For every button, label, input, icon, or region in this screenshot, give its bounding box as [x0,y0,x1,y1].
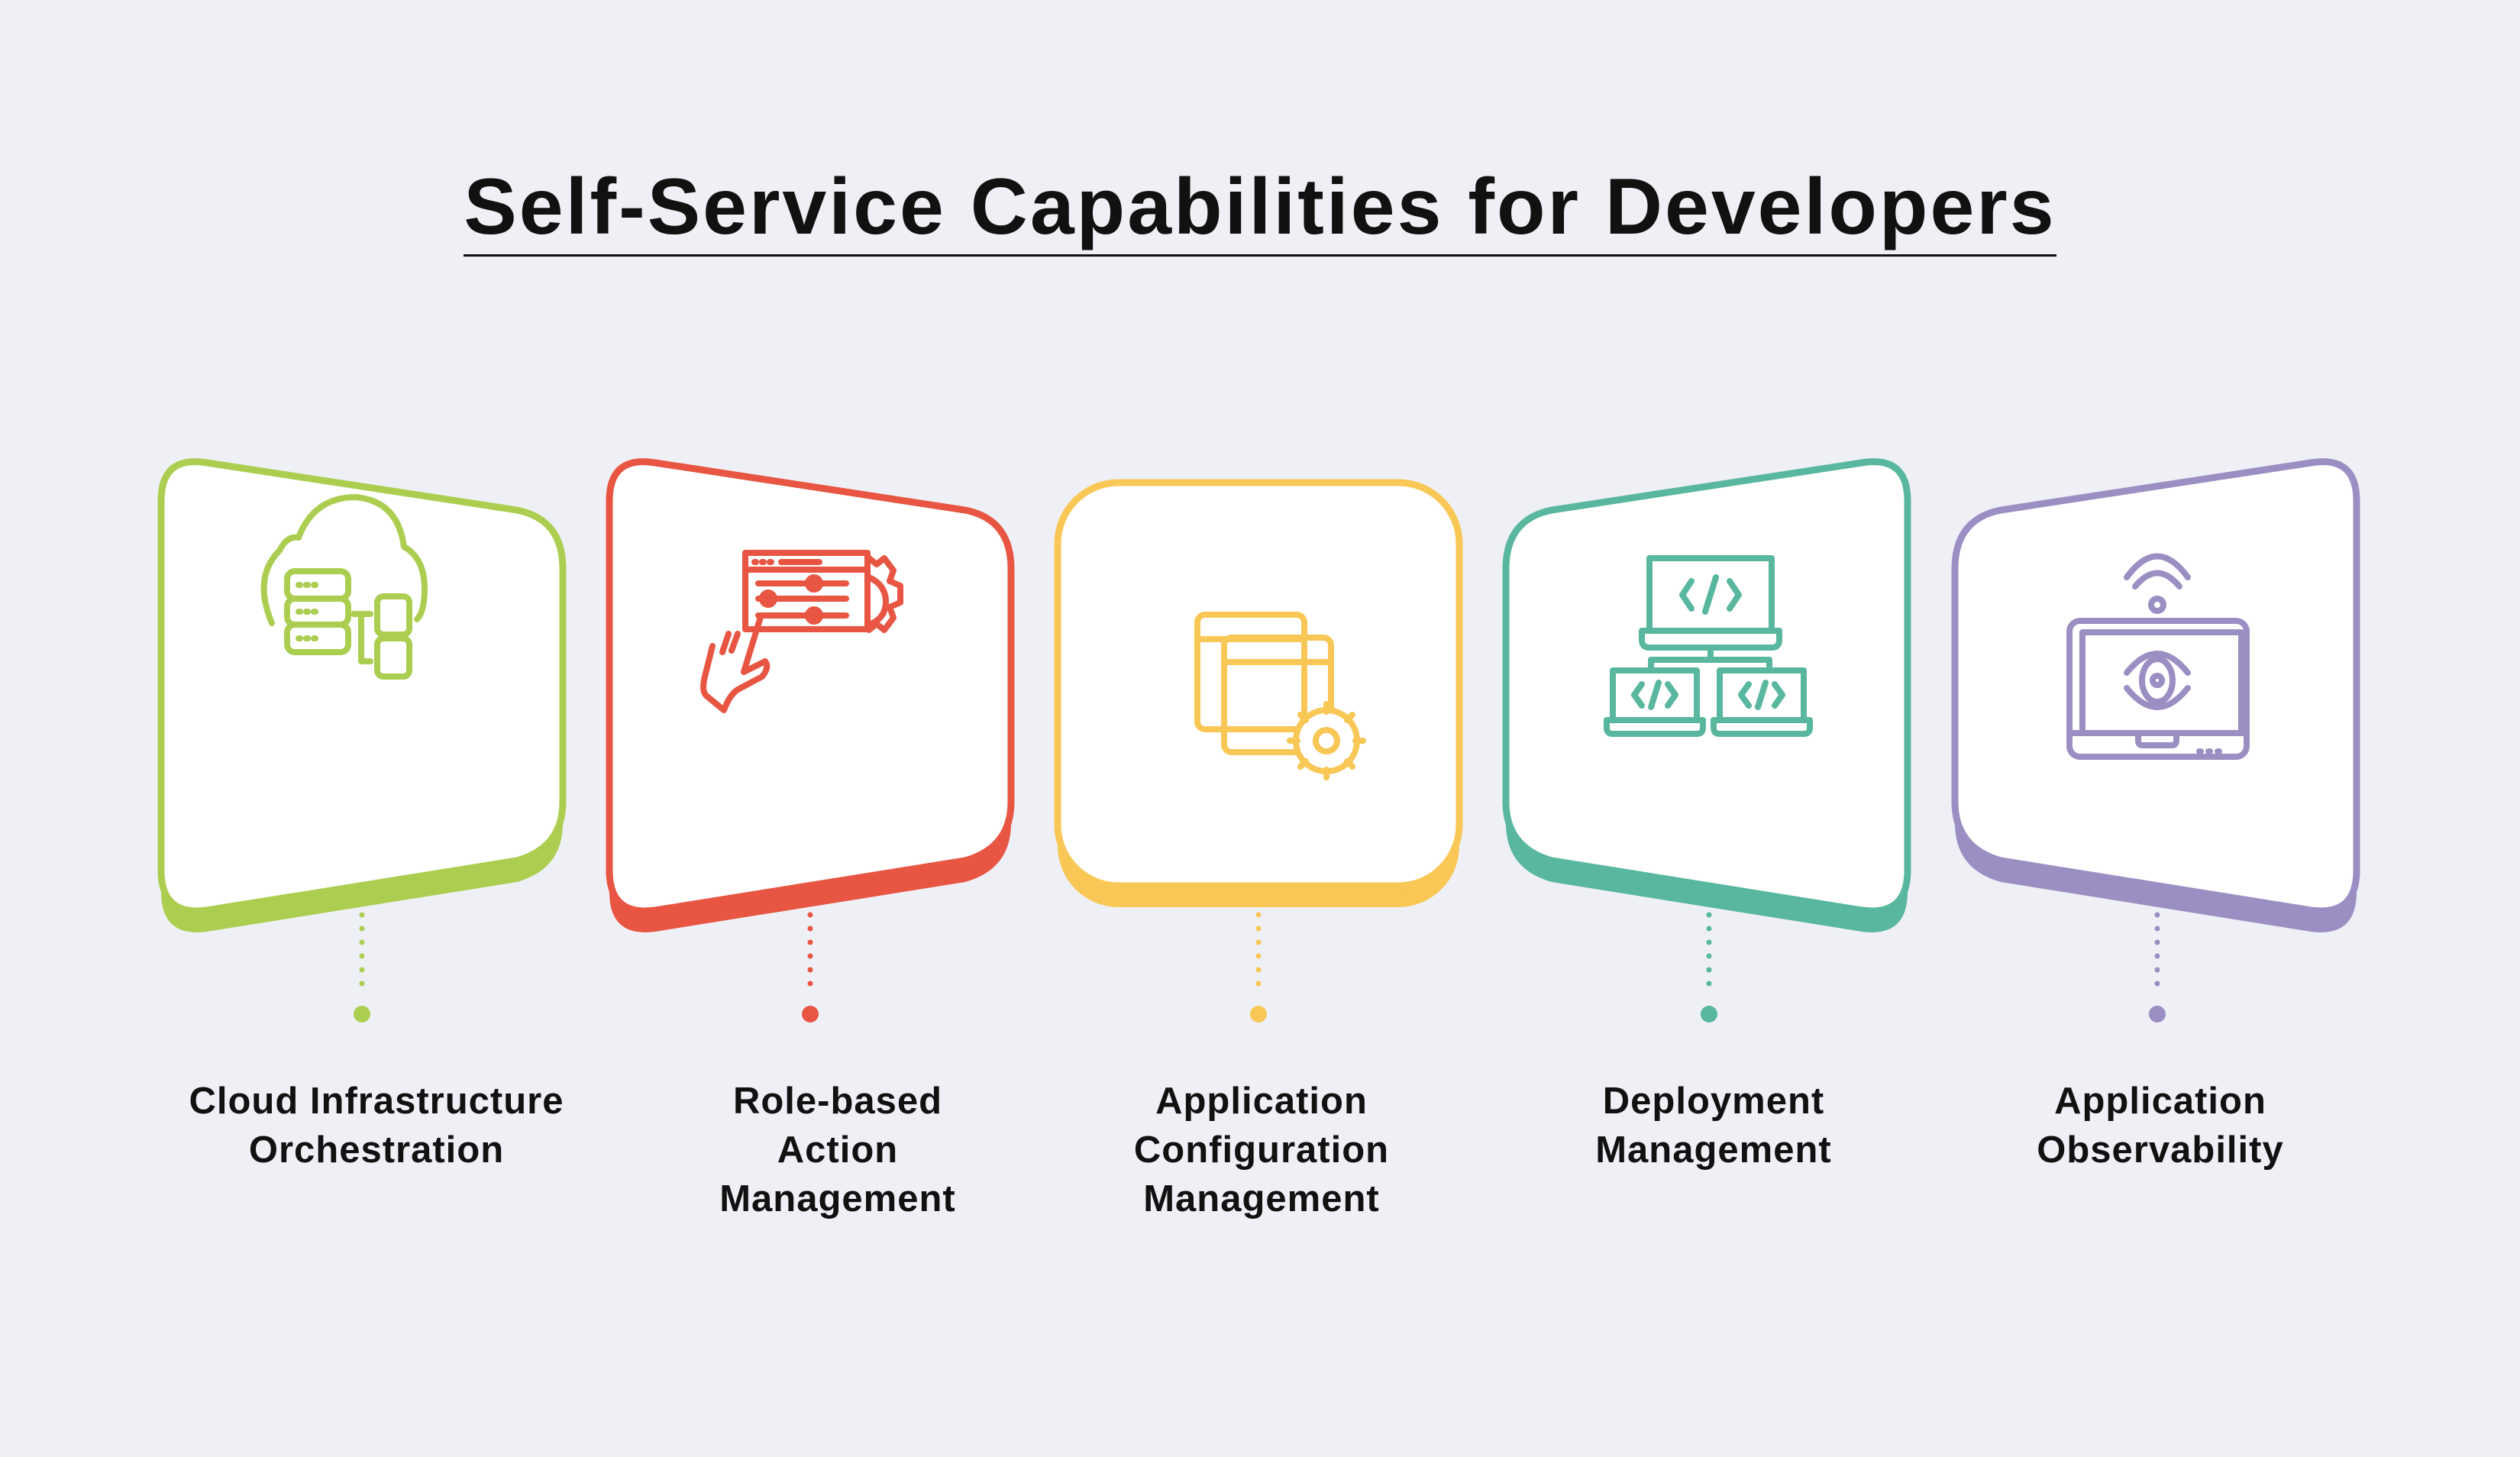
title-text: Self-Service Capabilities for Developers [464,163,2056,257]
label-line: Application [2054,1081,2266,1122]
label-line: Role-based [732,1081,943,1122]
connector-2 [802,912,819,1022]
label-line: Configuration [1133,1129,1390,1171]
windows-gear-icon [1194,612,1366,780]
label-line: Observability [2037,1129,2284,1171]
card-application-configuration [1054,479,1463,907]
card-role-based-action [609,462,1011,932]
settings-panel-hand-icon [700,550,903,713]
page-title: Self-Service Capabilities for Developers [0,162,2520,257]
label-line: Application [1155,1081,1368,1122]
connector-1 [354,912,370,1022]
label-cloud-infrastructure-orchestration: Cloud Infrastructure Orchestration [140,1077,613,1174]
label-line: Action [777,1129,899,1171]
cloud-server-icon [260,494,428,680]
label-line: Management [1143,1178,1380,1220]
label-line: Management [719,1178,956,1220]
label-application-observability: Application Observability [1924,1077,2397,1174]
connector-5 [2149,912,2166,1022]
label-deployment-management: Deployment Management [1477,1077,1950,1174]
label-line: Orchestration [248,1129,505,1171]
label-role-based-action-management: Role-based Action Management [601,1077,1074,1223]
label-application-configuration-management: Application Configuration Management [1025,1077,1498,1223]
card-application-observability [1955,462,2357,932]
label-line: Management [1595,1129,1832,1171]
connector-3 [1250,912,1267,1022]
card-cloud-infrastructure [161,462,563,932]
connector-4 [1701,912,1717,1022]
label-line: Deployment [1602,1081,1825,1122]
card-deployment-management [1506,462,1908,932]
label-line: Cloud Infrastructure [189,1081,564,1122]
laptop-network-code-icon [1604,555,1813,737]
monitor-eye-icon [2066,553,2250,760]
